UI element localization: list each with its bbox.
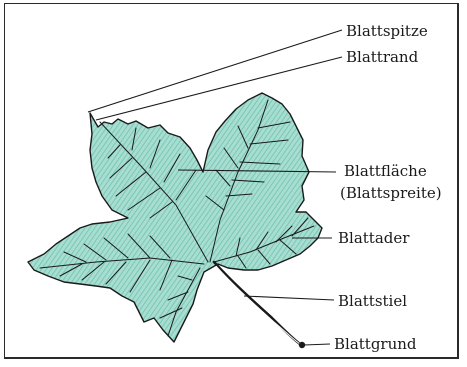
leader-tip: [88, 30, 342, 112]
leader-stalk: [244, 296, 334, 300]
label-blade: Blattfläche: [344, 162, 427, 180]
leaf-blade: [28, 93, 322, 342]
leader-margin: [96, 57, 342, 120]
label-blade-synonym: (Blattspreite): [340, 184, 442, 202]
label-stalk: Blattstiel: [338, 292, 407, 310]
label-base: Blattgrund: [334, 335, 417, 353]
leader-base: [304, 344, 330, 345]
label-tip: Blattspitze: [346, 22, 428, 40]
label-vein: Blattader: [338, 229, 409, 247]
leaf-stalk: [214, 262, 300, 344]
label-margin: Blattrand: [346, 48, 418, 66]
